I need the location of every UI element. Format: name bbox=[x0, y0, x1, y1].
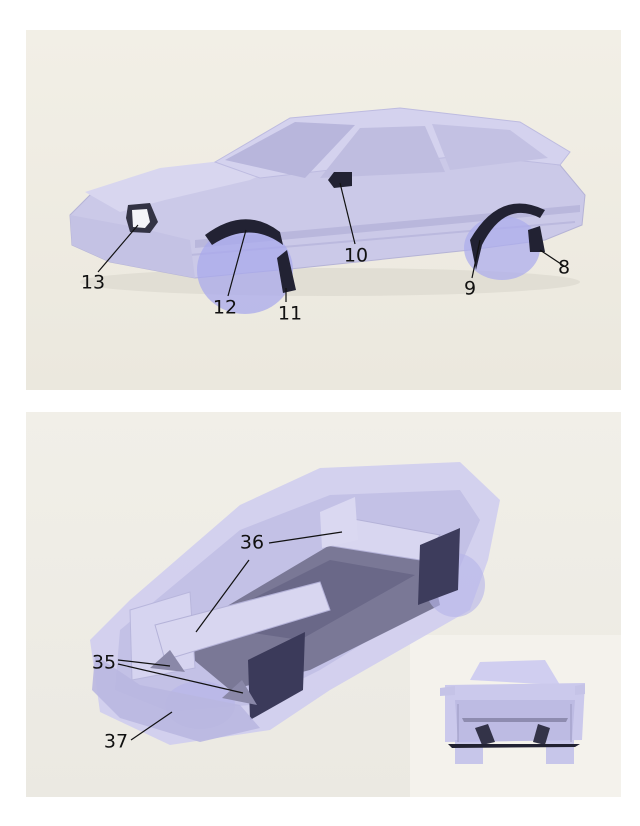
part-35-diffuser-fin-left bbox=[150, 650, 185, 672]
part-8-rear-mudflap bbox=[528, 226, 545, 252]
part-11-front-mudflap bbox=[277, 250, 296, 293]
top-car-illustration bbox=[69, 107, 586, 314]
part-12-front-fender-flare bbox=[205, 219, 283, 245]
rear-view-inset-illustration bbox=[440, 660, 585, 764]
callout-10: 10 bbox=[343, 244, 369, 267]
callout-11: 11 bbox=[277, 302, 303, 325]
part-37-rear-bumper bbox=[92, 655, 260, 742]
callout-13: 13 bbox=[80, 271, 106, 294]
callout-12: 12 bbox=[212, 296, 238, 319]
inset-diffuser-fin-left bbox=[475, 724, 495, 745]
part-10-side-mirror bbox=[328, 172, 352, 188]
callout-36: 36 bbox=[239, 531, 265, 554]
bottom-car-underside-illustration bbox=[90, 462, 500, 745]
callout-37: 37 bbox=[103, 730, 129, 753]
callout-35: 35 bbox=[91, 651, 117, 674]
part-36-underbody-panel-rear bbox=[154, 581, 331, 661]
inset-splitter bbox=[448, 744, 580, 748]
part-9-rear-fender-flare bbox=[470, 203, 545, 270]
inset-diffuser-fin-right bbox=[533, 724, 550, 745]
callout-9: 9 bbox=[463, 277, 477, 300]
callout-8: 8 bbox=[557, 256, 571, 279]
